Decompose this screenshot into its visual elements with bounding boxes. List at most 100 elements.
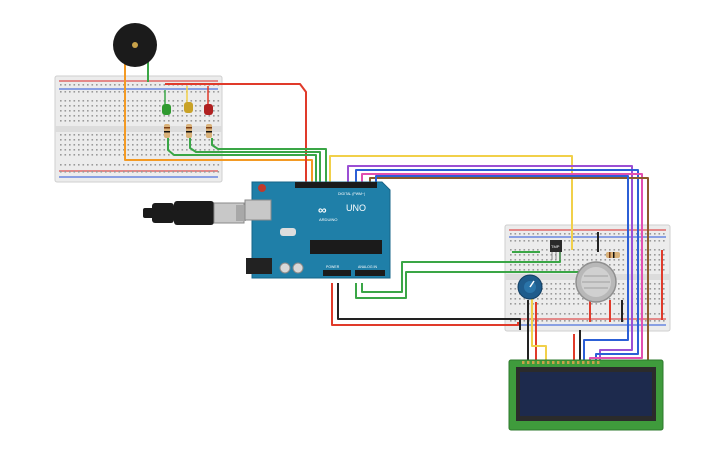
wire-orange-buzzer[interactable] [124, 60, 313, 182]
breadboard-hole[interactable] [150, 144, 152, 146]
breadboard-hole[interactable] [96, 154, 98, 156]
breadboard-hole[interactable] [64, 164, 67, 166]
breadboard-hole[interactable] [204, 100, 206, 102]
breadboard-hole[interactable] [613, 259, 616, 261]
breadboard-hole[interactable] [559, 283, 562, 285]
breadboard-hole[interactable] [622, 264, 625, 266]
wire-blue-long[interactable] [355, 169, 639, 360]
breadboard-hole[interactable] [591, 303, 593, 305]
breadboard-hole[interactable] [73, 110, 76, 112]
breadboard-hole[interactable] [604, 233, 607, 235]
breadboard-hole[interactable] [514, 240, 517, 242]
breadboard-hole[interactable] [663, 240, 665, 242]
breadboard-hole[interactable] [658, 259, 661, 261]
breadboard-hole[interactable] [132, 164, 134, 166]
breadboard-hole[interactable] [510, 288, 512, 290]
breadboard-hole[interactable] [69, 144, 71, 146]
breadboard-hole[interactable] [555, 313, 557, 315]
breadboard-hole[interactable] [100, 120, 103, 122]
breadboard-hole[interactable] [195, 105, 197, 107]
breadboard-hole[interactable] [636, 264, 638, 266]
breadboard-hole[interactable] [532, 254, 535, 256]
breadboard-hole[interactable] [186, 171, 188, 173]
breadboard-hole[interactable] [649, 288, 652, 290]
breadboard-hole[interactable] [636, 293, 638, 295]
breadboard-hole[interactable] [118, 110, 121, 112]
breadboard-hole[interactable] [132, 120, 134, 122]
breadboard-hole[interactable] [199, 91, 202, 93]
breadboard-hole[interactable] [123, 91, 125, 93]
breadboard-hole[interactable] [105, 120, 107, 122]
breadboard-hole[interactable] [82, 149, 85, 151]
breadboard-hole[interactable] [514, 259, 517, 261]
breadboard-hole[interactable] [127, 110, 130, 112]
breadboard-hole[interactable] [564, 240, 566, 242]
breadboard-hole[interactable] [586, 320, 589, 322]
breadboard-hole[interactable] [154, 171, 157, 173]
breadboard-hole[interactable] [204, 164, 206, 166]
breadboard-hole[interactable] [613, 320, 616, 322]
breadboard-hole[interactable] [213, 149, 215, 151]
breadboard-hole[interactable] [217, 139, 220, 141]
lcd-pin[interactable] [547, 361, 550, 364]
breadboard-hole[interactable] [663, 283, 665, 285]
breadboard-hole[interactable] [195, 144, 197, 146]
breadboard-hole[interactable] [82, 115, 85, 117]
breadboard-hole[interactable] [87, 115, 89, 117]
breadboard-hole[interactable] [645, 313, 647, 315]
breadboard-hole[interactable] [82, 84, 85, 86]
breadboard-hole[interactable] [96, 110, 98, 112]
breadboard-hole[interactable] [163, 115, 166, 117]
breadboard-hole[interactable] [618, 298, 620, 300]
breadboard-hole[interactable] [141, 91, 143, 93]
breadboard-hole[interactable] [109, 120, 112, 122]
breadboard-hole[interactable] [573, 259, 575, 261]
breadboard-hole[interactable] [537, 269, 539, 271]
breadboard-hole[interactable] [604, 313, 607, 315]
breadboard-hole[interactable] [591, 233, 593, 235]
breadboard-hole[interactable] [636, 259, 638, 261]
breadboard-hole[interactable] [528, 259, 530, 261]
breadboard-hole[interactable] [658, 264, 661, 266]
breadboard-hole[interactable] [73, 134, 76, 136]
breadboard-hole[interactable] [645, 283, 647, 285]
breadboard-hole[interactable] [654, 298, 656, 300]
breadboard-hole[interactable] [573, 233, 575, 235]
piezo-buzzer[interactable] [113, 23, 157, 67]
breadboard-hole[interactable] [577, 320, 580, 322]
breadboard-hole[interactable] [654, 233, 656, 235]
breadboard-hole[interactable] [636, 254, 638, 256]
breadboard-hole[interactable] [100, 134, 103, 136]
breadboard-hole[interactable] [91, 120, 94, 122]
breadboard-hole[interactable] [636, 298, 638, 300]
breadboard-hole[interactable] [622, 313, 625, 315]
breadboard-hole[interactable] [555, 303, 557, 305]
breadboard-hole[interactable] [550, 303, 553, 305]
breadboard-hole[interactable] [609, 298, 611, 300]
breadboard-hole[interactable] [100, 154, 103, 156]
breadboard-hole[interactable] [163, 144, 166, 146]
breadboard-hole[interactable] [528, 240, 530, 242]
breadboard-hole[interactable] [618, 259, 620, 261]
breadboard-hole[interactable] [60, 91, 62, 93]
breadboard-hole[interactable] [186, 115, 188, 117]
breadboard-hole[interactable] [649, 298, 652, 300]
breadboard-hole[interactable] [118, 139, 121, 141]
breadboard-hole[interactable] [96, 164, 98, 166]
breadboard-hole[interactable] [172, 100, 175, 102]
breadboard-hole[interactable] [60, 84, 62, 86]
breadboard-hole[interactable] [195, 120, 197, 122]
breadboard-hole[interactable] [577, 233, 580, 235]
breadboard-hole[interactable] [159, 164, 161, 166]
breadboard-hole[interactable] [114, 115, 116, 117]
breadboard-hole[interactable] [64, 144, 67, 146]
breadboard-hole[interactable] [190, 120, 193, 122]
breadboard-hole[interactable] [213, 91, 215, 93]
breadboard-hole[interactable] [510, 303, 512, 305]
breadboard-hole[interactable] [555, 233, 557, 235]
breadboard-hole[interactable] [145, 134, 148, 136]
breadboard-hole[interactable] [127, 154, 130, 156]
breadboard-hole[interactable] [213, 105, 215, 107]
breadboard-hole[interactable] [73, 105, 76, 107]
lcd-pin[interactable] [597, 361, 600, 364]
